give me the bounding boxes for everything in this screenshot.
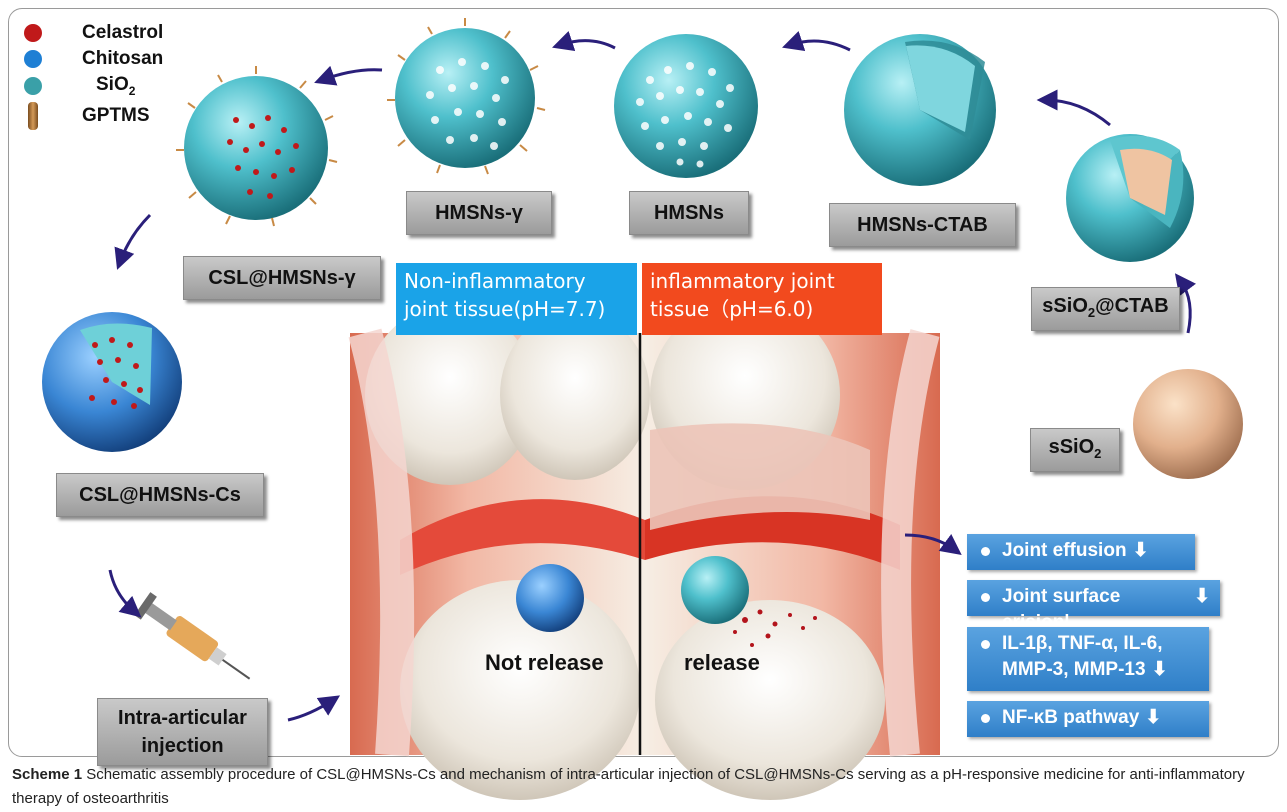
hmsns-particle [614, 34, 758, 178]
csl-hmsns-gamma-particle [176, 66, 337, 226]
ssio2-ctab-particle [1066, 134, 1194, 262]
effect-joint-effusion: Joint effusion⬇ [967, 534, 1195, 570]
legend-item-chitosan: Chitosan [24, 48, 163, 70]
knee-joint-illustration [350, 300, 940, 800]
inflammatory-ph-box: inflammatory joint tissue（pH=6.0) [642, 263, 882, 335]
down-arrow-icon: ⬇ [1194, 584, 1210, 610]
down-arrow-icon: ⬇ [1152, 659, 1168, 680]
syringe-icon [134, 592, 257, 690]
bullet-icon [981, 714, 990, 723]
csl-hmsns-cs-particle [42, 312, 182, 452]
down-arrow-icon: ⬇ [1133, 538, 1149, 564]
caption-label: Scheme 1 [12, 766, 82, 783]
stage-label-ssio2-ctab: sSiO2@CTAB [1031, 287, 1180, 331]
stage-label-csl-hmsns-cs: CSL@HMSNs-Cs [56, 473, 264, 517]
stage-label-csl-hmsns-gamma: CSL@HMSNs-γ [183, 256, 381, 300]
stage-label-hmsns-gamma: HMSNs-γ [406, 191, 552, 235]
release-label: release [684, 650, 760, 676]
legend-item-celastrol: Celastrol [24, 22, 163, 44]
stage-label-hmsns: HMSNs [629, 191, 749, 235]
legend-label: Celastrol [82, 22, 163, 44]
legend-item-sio2: SiO2 [24, 74, 135, 98]
ph-box-line: inflammatory joint [650, 267, 874, 295]
effect-cytokines: IL-1β, TNF-α, IL-6, MMP-3, MMP-13⬇ [967, 627, 1209, 691]
non-inflammatory-ph-box: Non-inflammatory joint tissue(pH=7.7) [396, 263, 637, 335]
ph-box-line: tissue（pH=6.0) [650, 295, 874, 323]
ssio2-particle [1133, 369, 1243, 479]
figure-caption: Scheme 1 Schematic assembly procedure of… [12, 763, 1272, 811]
stage-label-hmsns-ctab: HMSNs-CTAB [829, 203, 1016, 247]
hmsns-ctab-particle [844, 34, 996, 186]
legend-item-gptms: GPTMS [24, 102, 150, 130]
stage-label-ssio2: sSiO2 [1030, 428, 1120, 472]
ph-box-line: joint tissue(pH=7.7) [404, 295, 629, 323]
stage-label-injection: Intra-articular injection [97, 698, 268, 766]
legend-label: GPTMS [82, 105, 150, 127]
chitosan-dot-icon [24, 50, 42, 68]
ph-box-line: Non-inflammatory [404, 267, 629, 295]
legend-label: SiO2 [82, 74, 135, 98]
down-arrow-icon: ⬇ [1145, 705, 1161, 731]
hmsns-gamma-particle [387, 18, 545, 174]
caption-text: Schematic assembly procedure of CSL@HMSN… [12, 766, 1245, 807]
celastrol-dot-icon [24, 24, 42, 42]
gptms-rod-icon [28, 102, 38, 130]
bullet-icon [981, 640, 990, 649]
bullet-icon [981, 593, 990, 602]
effect-nfkb-pathway: NF-κB pathway⬇ [967, 701, 1209, 737]
not-release-label: Not release [485, 650, 604, 676]
effect-joint-surface-erosion: Joint surface erision|⬇ [967, 580, 1220, 616]
legend-label: Chitosan [82, 48, 163, 70]
sio2-dot-icon [24, 77, 42, 95]
bullet-icon [981, 547, 990, 556]
